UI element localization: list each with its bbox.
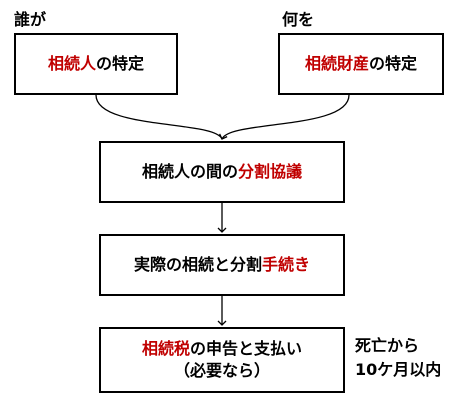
tax-filing-box: 相続税の申告と支払い （必要なら） (99, 327, 345, 393)
division-talks-box: 相続人の間の分割協議 (99, 141, 345, 203)
heirs-identification-box: 相続人の特定 (14, 33, 178, 95)
procedures-highlight: 手続き (262, 255, 311, 275)
heirs-highlight: 相続人 (47, 54, 96, 74)
deadline-line2: 10ケ月以内 (355, 360, 442, 379)
tax-suffix: の申告と支払い (190, 339, 303, 359)
division-talks-highlight: 分割協議 (238, 162, 303, 182)
tax-condition: （必要なら） (173, 361, 270, 380)
heirs-suffix: の特定 (96, 54, 145, 74)
merge-line-right (219, 94, 350, 140)
what-label: 何を (282, 10, 315, 29)
assets-highlight: 相続財産 (304, 54, 369, 74)
tax-highlight: 相続税 (141, 339, 190, 359)
assets-suffix: の特定 (369, 54, 418, 74)
assets-identification-box: 相続財産の特定 (278, 33, 444, 95)
merge-line-left (95, 94, 223, 140)
division-talks-prefix: 相続人の間の (141, 162, 238, 182)
who-label: 誰が (14, 10, 47, 29)
procedures-prefix: 実際の相続と分割 (133, 255, 262, 275)
procedures-box: 実際の相続と分割手続き (99, 234, 345, 296)
deadline-line1: 死亡から (355, 336, 420, 355)
